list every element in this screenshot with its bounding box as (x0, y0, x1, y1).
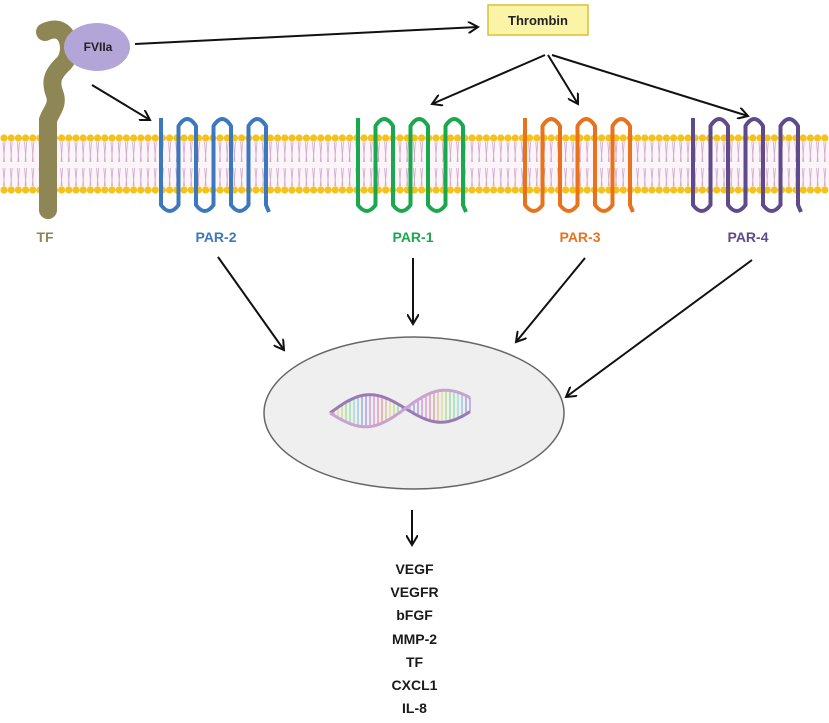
par1-label: PAR-1 (393, 229, 434, 245)
par3-receptor (523, 117, 635, 213)
tf-label: TF (36, 229, 54, 245)
thrombin-box (487, 4, 589, 36)
output-item: bFGF (396, 607, 433, 624)
par2-label: PAR-2 (196, 229, 237, 245)
par1-receptor (356, 117, 468, 213)
arrow-fviia-to-thrombin (134, 27, 478, 45)
par4-label: PAR-4 (728, 229, 769, 245)
fviia-label: FVIIa (84, 40, 113, 54)
output-item: TF (405, 653, 424, 670)
cell-membrane (0, 134, 829, 194)
arrow-par3-to-nucleus (516, 257, 586, 342)
arrow-fviia-to-par2 (91, 84, 150, 120)
par3-label: PAR-3 (560, 229, 601, 245)
output-item: CXCL1 (391, 676, 438, 693)
par2-receptor (159, 117, 271, 213)
receptor-group (159, 117, 803, 213)
par4-receptor (691, 117, 803, 213)
arrow-par2-to-nucleus (217, 256, 284, 350)
arrow-thrombin-to-par3 (547, 54, 578, 104)
output-item: VEGFR (390, 584, 439, 601)
arrow-par4-to-nucleus (566, 259, 753, 397)
output-item: VEGF (395, 561, 434, 577)
arrow-thrombin-to-par1 (432, 54, 546, 104)
thrombin-label: Thrombin (508, 13, 568, 28)
output-item: IL-8 (402, 700, 427, 717)
gene-output-list: VEGF VEGFR bFGF MMP-2 TF CXCL1 IL-8 (0, 558, 829, 720)
output-item: MMP-2 (391, 630, 438, 647)
arrow-thrombin-to-par4 (551, 54, 748, 116)
fviia-ellipse (64, 23, 130, 71)
dna-helix-icon (329, 388, 471, 429)
